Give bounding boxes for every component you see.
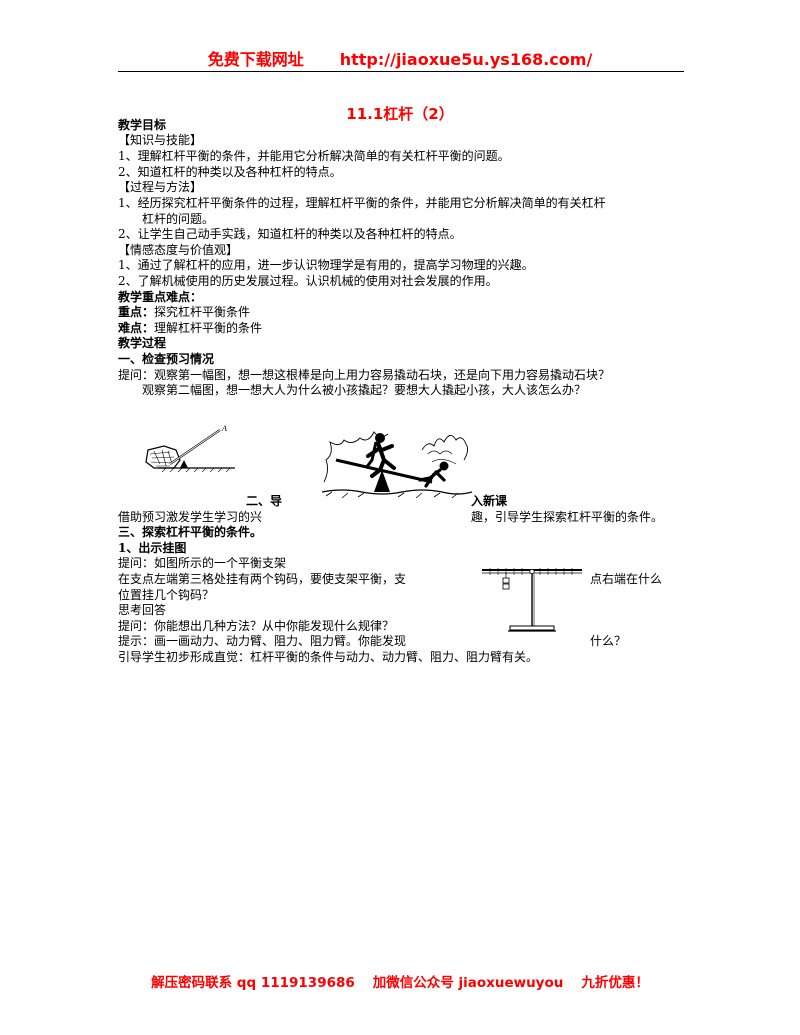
- section-heading: 教学目标: [118, 118, 167, 132]
- text-line: 难点：理解杠杆平衡的条件: [118, 320, 262, 336]
- text-line: 什么？: [590, 634, 627, 648]
- section-heading: 1、出示挂图: [118, 541, 187, 555]
- header-rule: [118, 71, 684, 72]
- label-key-point: 重点：: [118, 305, 155, 319]
- text-line: 引导学生初步形成直觉：杠杆平衡的条件与动力、动力臂、阻力、阻力臂有关。: [118, 650, 539, 664]
- text-line: 1、经历探究杠杆平衡条件的过程，理解杠杆平衡的条件，并能用它分析解决简单的有关杠…: [118, 196, 606, 210]
- balance-stand-figure: [482, 568, 582, 632]
- lever-crowbar-figure: A: [145, 424, 235, 473]
- text-line: 思考回答: [118, 603, 167, 617]
- text-line: 点右端在什么: [590, 572, 663, 586]
- section-heading: 一、检查预习情况: [118, 352, 215, 366]
- text-line: 观察第二幅图，想一想大人为什么被小孩撬起？要想大人撬起小孩，大人该怎么办？: [142, 383, 587, 397]
- header-url-link[interactable]: http://jiaoxue5u.ys168.com/: [339, 50, 593, 69]
- key-point-text: 探究杠杆平衡条件: [154, 305, 251, 319]
- text-line: 2、让学生自己动手实践，知道杠杆的种类以及各种杠杆的特点。: [118, 227, 462, 241]
- label-difficulty: 难点：: [118, 321, 155, 335]
- text-line: 提问：如图所示的一个平衡支架: [118, 556, 287, 570]
- seesaw-figure: [322, 431, 472, 499]
- difficulty-text: 理解杠杆平衡的条件: [154, 321, 263, 335]
- text-line: 提问：你能想出几种方法？从中你能发现什么规律？: [118, 619, 395, 633]
- text-line: 杠杆的问题。: [142, 212, 215, 226]
- footer-qq-text: 解压密码联系 qq 1119139686: [151, 975, 355, 991]
- footer-wechat-text: 加微信公众号 jiaoxuewuyou: [372, 975, 564, 991]
- subheading: 【过程与方法】: [118, 180, 203, 194]
- text-line: 在支点左端第三格处挂有两个钩码，要使支架平衡，支: [118, 572, 407, 586]
- section-heading: 二、导: [246, 494, 283, 508]
- header-site-name: 免费下载网址: [207, 50, 304, 69]
- text-line: 1、理解杠杆平衡的条件，并能用它分析解决简单的有关杠杆平衡的问题。: [118, 149, 510, 163]
- text-line: 提问：观察第一幅图，想一想这根棒是向上用力容易撬动石块，还是向下用力容易撬动石块…: [118, 368, 611, 382]
- text-line: 提示：画一画动力、动力臂、阻力、阻力臂。你能发现: [118, 634, 407, 648]
- subheading: 【知识与技能】: [118, 133, 203, 147]
- point-a-label: A: [221, 424, 227, 433]
- page-title: 11.1杠杆（2）: [346, 105, 454, 123]
- text-line: 位置挂几个钩码？: [118, 588, 215, 602]
- section-heading: 入新课: [471, 494, 508, 508]
- text-line: 1、通过了解杠杆的应用，进一步认识物理学是有用的，提高学习物理的兴趣。: [118, 258, 534, 272]
- section-heading: 三、探索杠杆平衡的条件。: [118, 525, 263, 539]
- text-line: 借助预习激发学生学习的兴: [118, 510, 263, 524]
- footer-discount-text: 九折优惠！: [581, 975, 649, 991]
- text-line: 2、了解机械使用的历史发展过程。认识机械的使用对社会发展的作用。: [118, 274, 498, 288]
- page-footer: 解压密码联系 qq 1119139686 加微信公众号 jiaoxuewuyou 九…: [0, 971, 800, 991]
- section-heading: 教学过程: [118, 336, 167, 350]
- text-line: 重点：探究杠杆平衡条件: [118, 304, 250, 320]
- subheading: 【情感态度与价值观】: [118, 243, 239, 257]
- text-line: 2、知道杠杆的种类以及各种杠杆的特点。: [118, 165, 342, 179]
- text-line: 趣，引导学生探索杠杆平衡的条件。: [471, 510, 664, 524]
- page-header: 免费下载网址 http://jiaoxue5u.ys168.com/: [0, 46, 800, 70]
- section-heading: 教学重点难点：: [118, 290, 203, 304]
